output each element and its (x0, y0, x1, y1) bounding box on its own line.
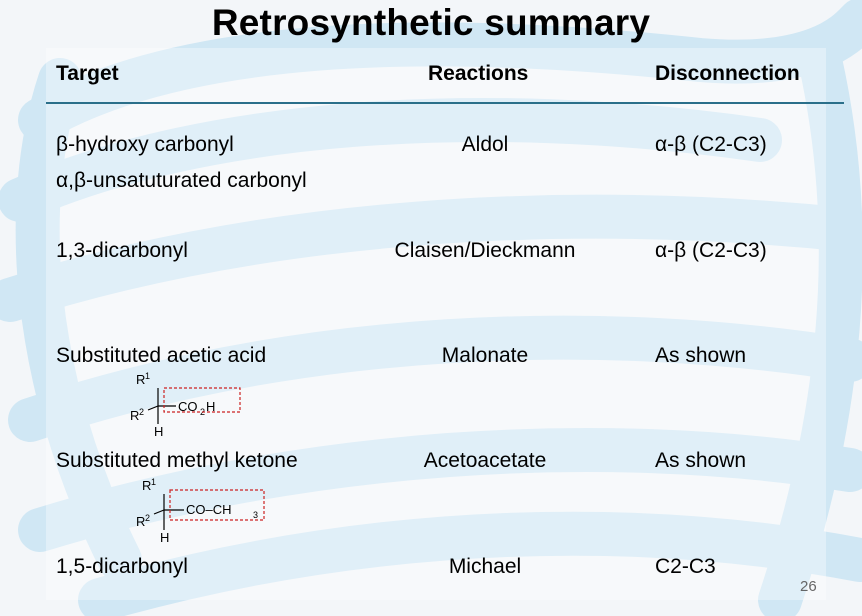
row1-target-alt: α,β-unsatuturated carbonyl (56, 169, 307, 192)
row4-target: Substituted methyl ketone (56, 449, 298, 472)
row2-target: 1,3-dicarbonyl (56, 239, 188, 262)
methyl-ketone-structure: R 1 R 2 H CO–CH 3 (136, 477, 265, 545)
row3-reaction: Malonate (441, 344, 529, 367)
row1-reaction: Aldol (461, 133, 509, 156)
column-header-reactions: Reactions (428, 62, 529, 85)
ketone-group-label: CO–CH (186, 502, 232, 517)
row5-target: 1,5-dicarbonyl (56, 555, 188, 578)
acetic-acid-structure: R 1 R 2 H CO 2 H (130, 371, 241, 439)
slide-title: Retrosynthetic summary (211, 2, 651, 43)
acetic-group-tail: H (206, 399, 215, 414)
row1-disconnection: α-β (C2-C3) (655, 133, 767, 156)
column-header-disconnection: Disconnection (655, 62, 800, 85)
acetic-r2-sup: 2 (139, 407, 144, 417)
column-header-target: Target (56, 62, 119, 85)
ketone-r2-sup: 2 (145, 513, 150, 523)
ketone-group-sub: 3 (253, 510, 258, 520)
row5-disconnection: C2-C3 (655, 555, 716, 578)
acetic-disconnection-box (163, 387, 241, 413)
row3-target: Substituted acetic acid (56, 344, 267, 367)
row2-reaction: Claisen/Dieckmann (394, 239, 576, 262)
acetic-group-label: CO (178, 399, 198, 414)
header-divider (46, 102, 844, 104)
ketone-r2-label: R (136, 514, 145, 529)
acetic-r1-label: R (136, 372, 145, 387)
row5-reaction: Michael (448, 555, 522, 578)
acetic-h-label: H (154, 424, 163, 439)
acetic-r2-label: R (130, 408, 139, 423)
acetic-r1-sup: 1 (145, 371, 150, 381)
row1-target: β-hydroxy carbonyl (56, 133, 234, 156)
ketone-disconnection-box (169, 489, 265, 521)
row3-disconnection: As shown (655, 344, 747, 367)
ketone-r1-sup: 1 (151, 477, 156, 487)
page-number: 26 (800, 578, 817, 595)
ketone-h-label: H (160, 530, 169, 545)
row4-disconnection: As shown (655, 449, 747, 472)
ketone-r1-label: R (142, 478, 151, 493)
row2-disconnection: α-β (C2-C3) (655, 239, 767, 262)
row4-reaction: Acetoacetate (423, 449, 547, 472)
